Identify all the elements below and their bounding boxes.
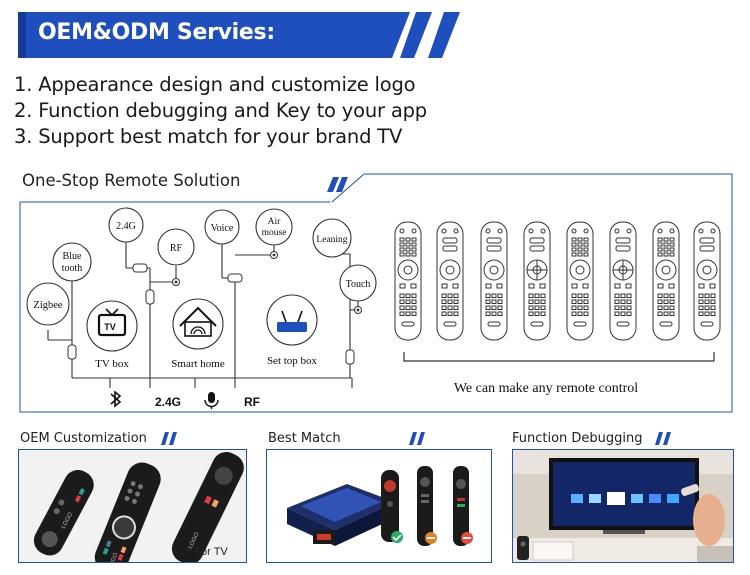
device-smart-home: Smart home [171,298,225,370]
slash-decoration-icon [161,432,177,445]
node-rf: RF [157,228,195,266]
node-air-mouse: Air mouse [255,208,293,246]
svg-text:Voice: Voice [211,223,234,234]
svg-text:Set top box: Set top box [267,355,318,367]
slash-decoration-icon [327,177,348,192]
svg-text:Blue: Blue [63,251,82,262]
best-match-illustration [287,466,473,546]
one-stop-title: One-Stop Remote Solution [22,171,241,190]
node-zigbee: Zigbee [26,282,70,326]
banner-shape [18,12,410,58]
service-item: 2. Function debugging and Key to your ap… [14,99,427,122]
svg-text:RF: RF [170,243,183,254]
svg-text:TV box: TV box [95,358,129,370]
header-banner: OEM&ODM Servies: [18,12,410,58]
slash-decoration-icon [655,432,671,445]
lineup-caption: We can make any remote control [454,381,638,396]
node-leaning: Leaning [312,218,352,258]
svg-text:Air: Air [268,217,282,227]
service-item: 1. Appearance design and customize logo [14,73,416,96]
card-title-best-match: Best Match [268,431,341,446]
node-2-4g: 2.4G [108,207,144,243]
oem-note: * For TV [187,546,228,558]
connector-nodes [67,251,362,365]
service-item: 3. Support best match for your brand TV [14,125,403,148]
svg-text:Zigbee: Zigbee [33,300,62,311]
svg-text:Smart home: Smart home [171,358,225,370]
svg-text:TV: TV [104,322,116,332]
svg-text:mouse: mouse [262,228,287,238]
svg-text:Touch: Touch [346,279,371,290]
banner-title: OEM&ODM Servies: [38,20,275,45]
card-best-match [266,449,492,563]
device-tv-box: TV TV box [86,300,138,370]
node-touch: Touch [339,264,377,302]
card-title-oem: OEM Customization [20,431,147,446]
bluetooth-icon [110,390,122,408]
oem-remotes-illustration: LOGO LOGO LOGO [33,451,244,563]
card-oem: LOGO LOGO LOGO * For TV [18,449,247,563]
card-function-debugging [512,449,734,563]
card-title-function-debugging: Function Debugging [512,431,643,446]
svg-text:tooth: tooth [62,263,83,274]
svg-text:LOGO: LOGO [108,552,120,563]
debugging-illustration [513,450,733,562]
one-stop-diagram: Zigbee Blue tooth 2.4G RF Voice Air mous… [19,173,733,413]
lineup-bracket [403,352,715,362]
slash-decoration-icon [409,432,425,445]
protocol-2-4g: 2.4G [155,395,181,409]
protocol-rf: RF [244,395,260,409]
svg-text:Leaning: Leaning [316,235,347,245]
node-bluetooth: Blue tooth [52,242,92,282]
section-frame [19,173,733,413]
services-list: 1. Appearance design and customize logo … [14,72,427,150]
slash-decoration-icon [400,12,460,58]
svg-text:2.4G: 2.4G [116,221,136,232]
node-voice: Voice [204,209,240,245]
device-set-top-box: Set top box [266,294,318,367]
microphone-icon [204,392,219,409]
remote-lineup [394,221,721,341]
